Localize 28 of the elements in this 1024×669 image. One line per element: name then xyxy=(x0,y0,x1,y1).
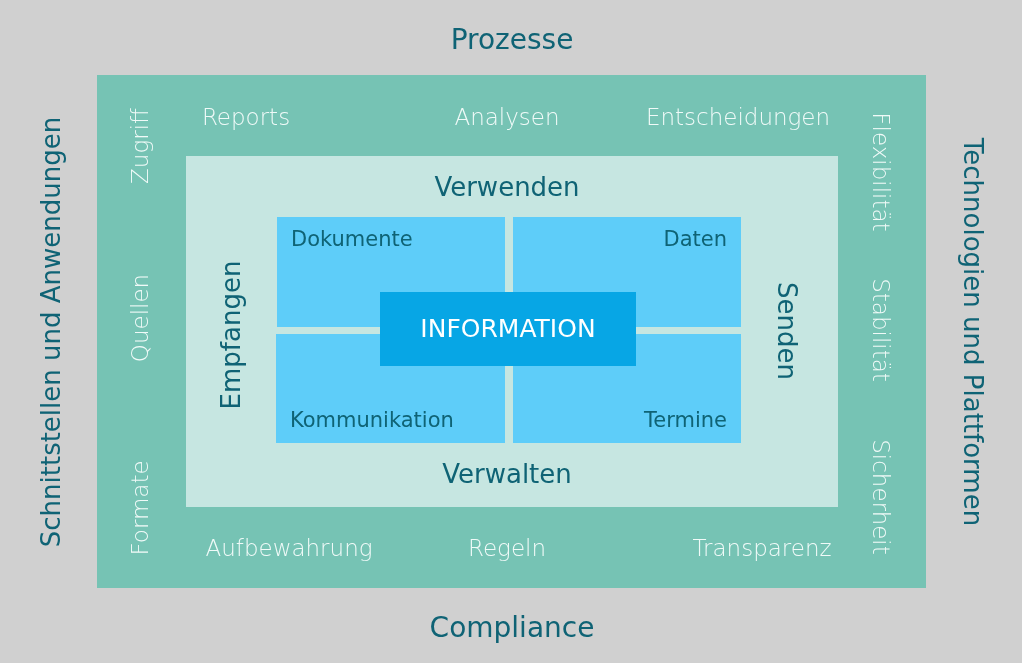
center-box xyxy=(380,292,636,366)
layer-label: Technologien und Plattformen xyxy=(956,137,988,527)
category-label: Kommunikation xyxy=(290,407,454,433)
aspect-label: Transparenz xyxy=(692,535,832,563)
action-label: Senden xyxy=(770,282,802,380)
aspect-label: Regeln xyxy=(468,535,546,563)
action-label: Verwenden xyxy=(434,172,580,204)
aspect-label: Formate xyxy=(127,460,155,556)
layer-label: Prozesse xyxy=(450,23,574,57)
category-label: Daten xyxy=(663,227,727,253)
aspect-label: Sicherheit xyxy=(866,439,894,555)
layer-label: Schnittstellen und Anwendungen xyxy=(36,116,68,548)
aspect-label: Entscheidungen xyxy=(645,104,831,132)
middle-panel xyxy=(97,75,926,588)
category-label: Dokumente xyxy=(291,227,413,253)
inner-panel xyxy=(186,156,838,507)
aspect-label: Aufbewahrung xyxy=(205,535,373,563)
aspect-label: Quellen xyxy=(127,273,155,363)
action-label: Verwalten xyxy=(442,459,572,491)
category-label: Termine xyxy=(644,407,727,433)
aspect-label: Zugriff xyxy=(127,108,155,184)
aspect-label: Analysen xyxy=(454,104,560,132)
aspect-label: Reports xyxy=(201,104,291,132)
aspect-label: Flexibilität xyxy=(866,112,894,232)
center-label: INFORMATION xyxy=(420,314,596,344)
aspect-label: Stabilität xyxy=(866,278,894,382)
action-label: Empfangen xyxy=(216,260,248,410)
layer-label: Compliance xyxy=(429,611,595,645)
